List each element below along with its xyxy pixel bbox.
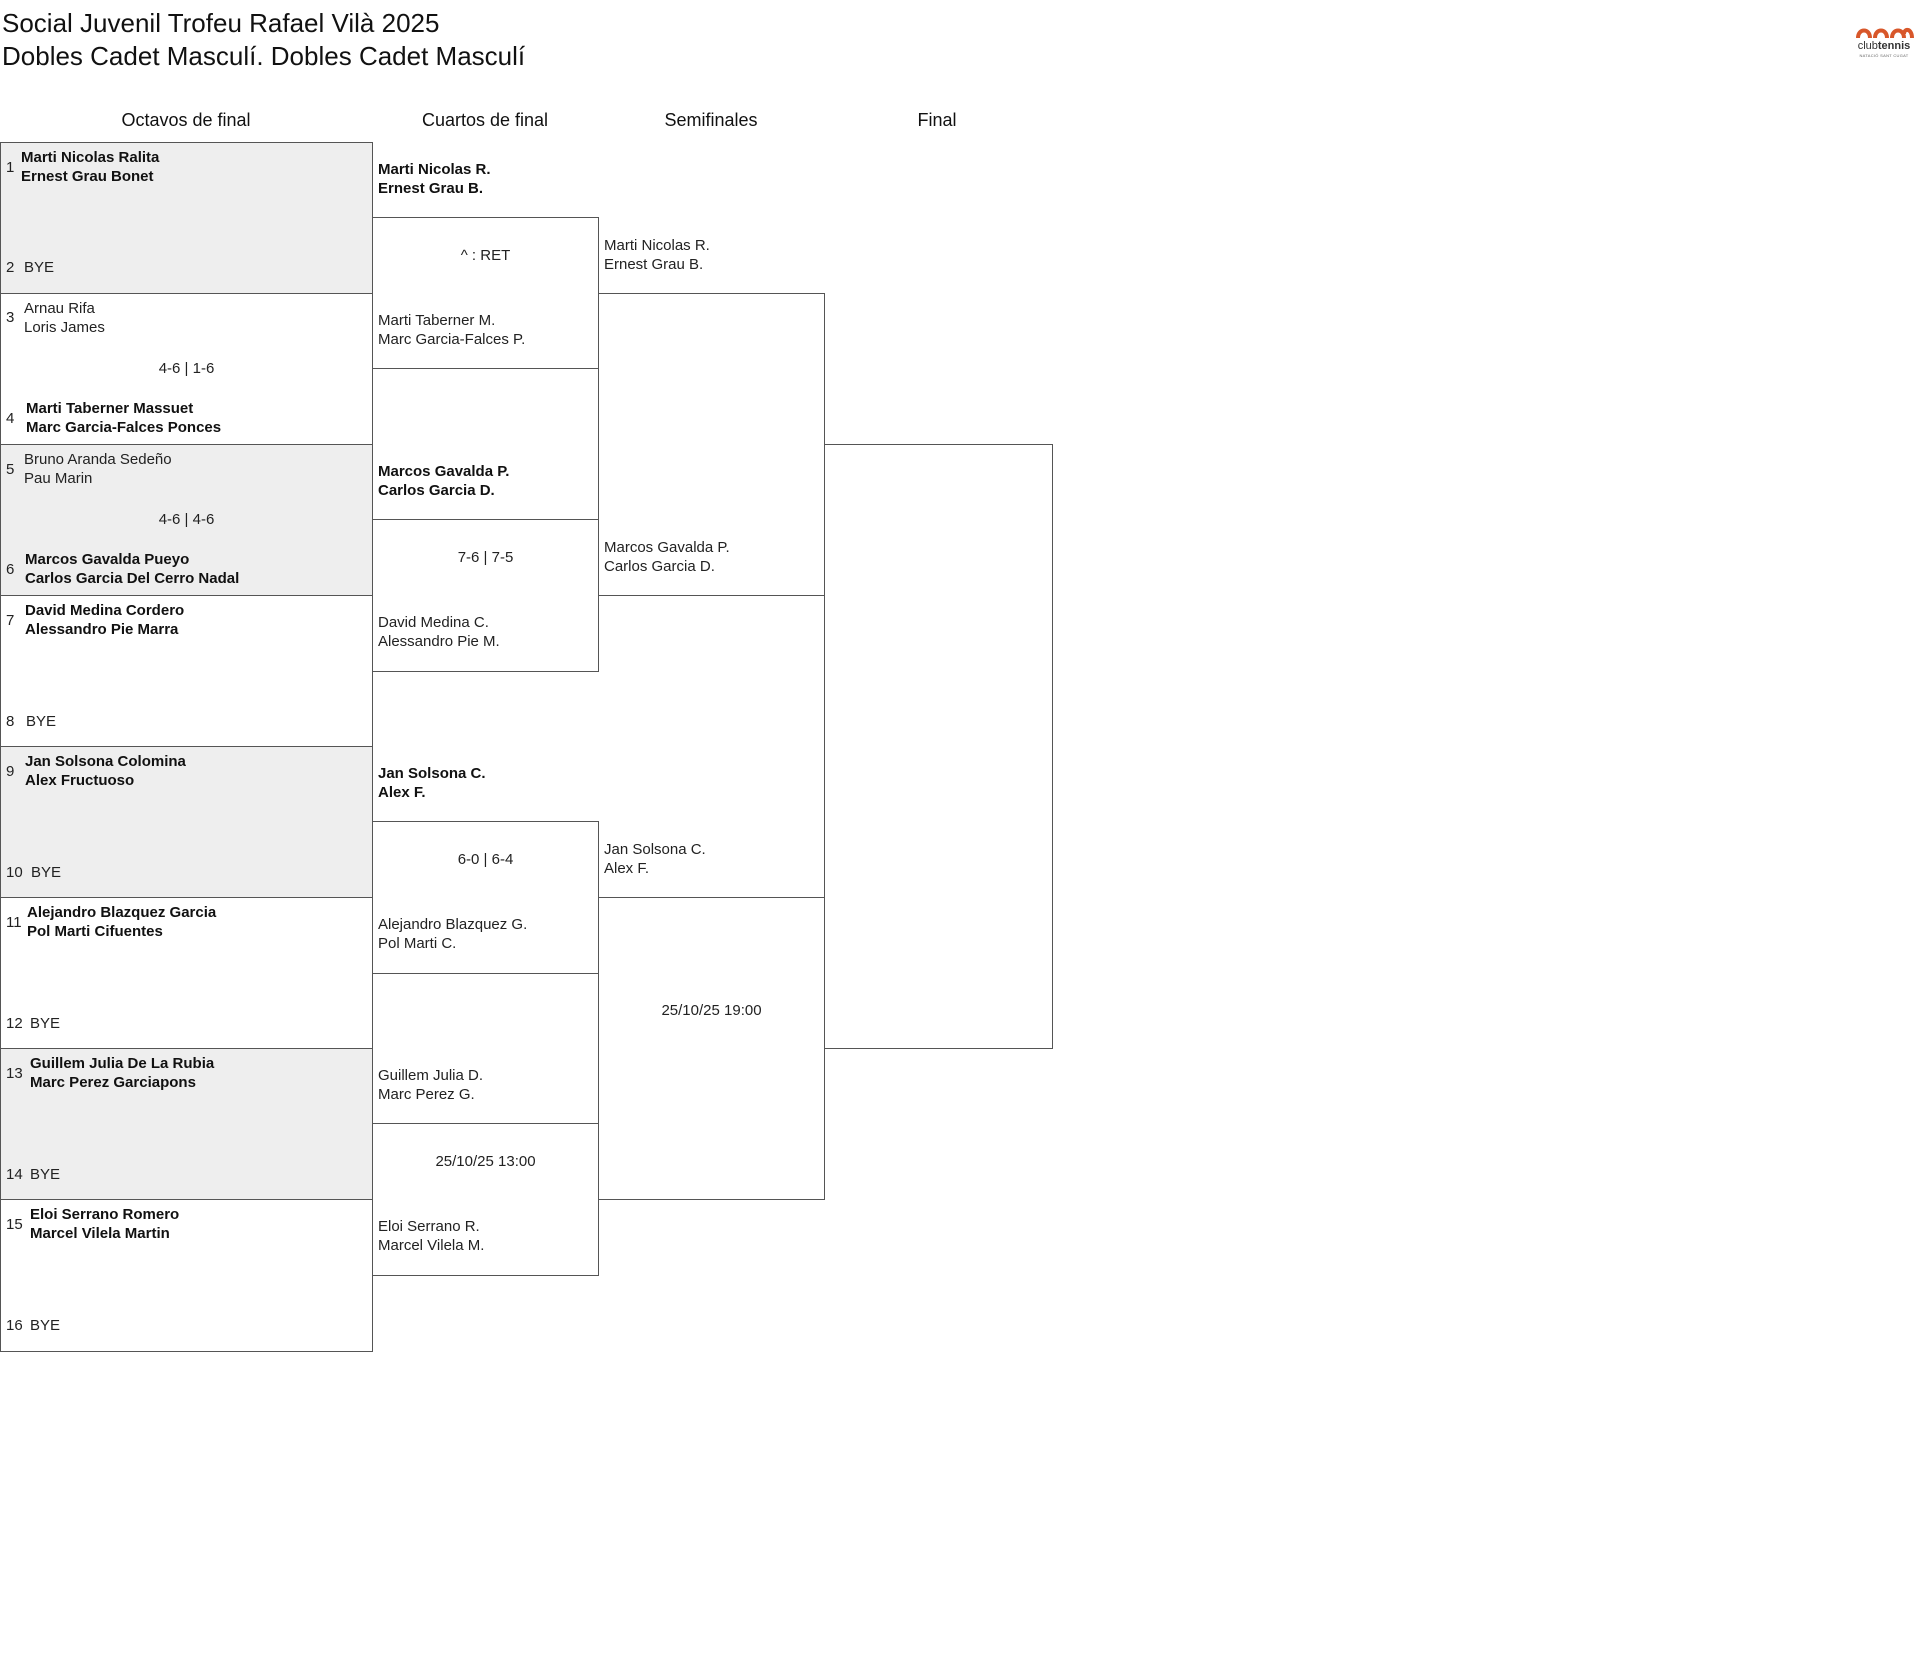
- seed-number: 1: [6, 159, 15, 176]
- club-logo-wordmark: clubtennis: [1857, 40, 1911, 52]
- r16-match-box: [0, 142, 373, 294]
- player-pair: David Medina C.Alessandro Pie M.: [378, 614, 500, 650]
- player-pair: Marti Taberner M.Marc Garcia-Falces P.: [378, 312, 526, 348]
- player-pair: BYE: [30, 1015, 61, 1032]
- r16-match-box: [0, 444, 373, 596]
- seed-number: 14: [6, 1166, 23, 1183]
- player-pair: BYE: [26, 713, 57, 730]
- seed-number: 12: [6, 1015, 23, 1032]
- player-pair: Marti Nicolas R.Ernest Grau B.: [378, 161, 491, 197]
- seed-number: 5: [6, 461, 15, 478]
- match-schedule: 25/10/25 13:00: [435, 1153, 536, 1170]
- seed-number: 2: [6, 259, 15, 276]
- round-header-octavos: Octavos de final: [121, 110, 251, 130]
- player-pair: Jan Solsona C.Alex F.: [604, 841, 706, 877]
- player-pair: Eloi Serrano R.Marcel Vilela M.: [378, 1218, 485, 1254]
- seed-number: 11: [6, 914, 22, 931]
- seed-number: 15: [6, 1216, 23, 1233]
- seed-number: 4: [6, 410, 15, 427]
- seed-number: 10: [6, 864, 23, 881]
- match-score: 4-6 | 1-6: [158, 360, 215, 377]
- seed-number: 8: [6, 713, 15, 730]
- player-pair: Marcos Gavalda P.Carlos Garcia D.: [378, 463, 510, 499]
- round-header-semifinales: Semifinales: [664, 110, 758, 130]
- player-pair: Alejandro Blazquez G.Pol Marti C.: [378, 916, 528, 952]
- draw-subtitle: Dobles Cadet Masculí. Dobles Cadet Mascu…: [2, 41, 526, 71]
- seed-number: 3: [6, 309, 15, 326]
- player-pair: BYE: [30, 1166, 61, 1183]
- player-pair: Marti Nicolas R.Ernest Grau B.: [604, 237, 710, 273]
- seed-number: 9: [6, 763, 15, 780]
- player-pair: BYE: [24, 259, 55, 276]
- sf-match-box: [598, 897, 825, 1200]
- round-header-cuartos: Cuartos de final: [421, 110, 549, 130]
- player-pair: Marcos Gavalda P.Carlos Garcia D.: [604, 539, 730, 575]
- match-score: ^ : RET: [460, 247, 511, 264]
- match-score: 4-6 | 4-6: [158, 511, 215, 528]
- seed-number: 13: [6, 1065, 23, 1082]
- player-pair: Jan Solsona C.Alex F.: [378, 765, 486, 801]
- match-schedule: 25/10/25 19:00: [661, 1002, 762, 1019]
- tournament-title: Social Juvenil Trofeu Rafael Vilà 2025: [2, 8, 440, 38]
- final-match-box: [824, 444, 1053, 1049]
- club-logo-icon: [1856, 27, 1914, 39]
- round-header-final: Final: [917, 110, 957, 130]
- match-score: 6-0 | 6-4: [457, 851, 514, 868]
- player-pair: BYE: [30, 1317, 61, 1334]
- r16-match-box: [0, 1048, 373, 1200]
- seed-number: 16: [6, 1317, 23, 1334]
- club-logo-subtitle: NATACIÓ SANT CUGAT: [1859, 53, 1909, 58]
- match-score: 7-6 | 7-5: [457, 549, 514, 566]
- club-logo: clubtennis NATACIÓ SANT CUGAT: [1854, 22, 1914, 62]
- r16-match-box: [0, 746, 373, 898]
- player-pair: BYE: [31, 864, 62, 881]
- seed-number: 6: [6, 561, 15, 578]
- seed-number: 7: [6, 612, 15, 629]
- player-pair: Guillem Julia D.Marc Perez G.: [378, 1067, 484, 1103]
